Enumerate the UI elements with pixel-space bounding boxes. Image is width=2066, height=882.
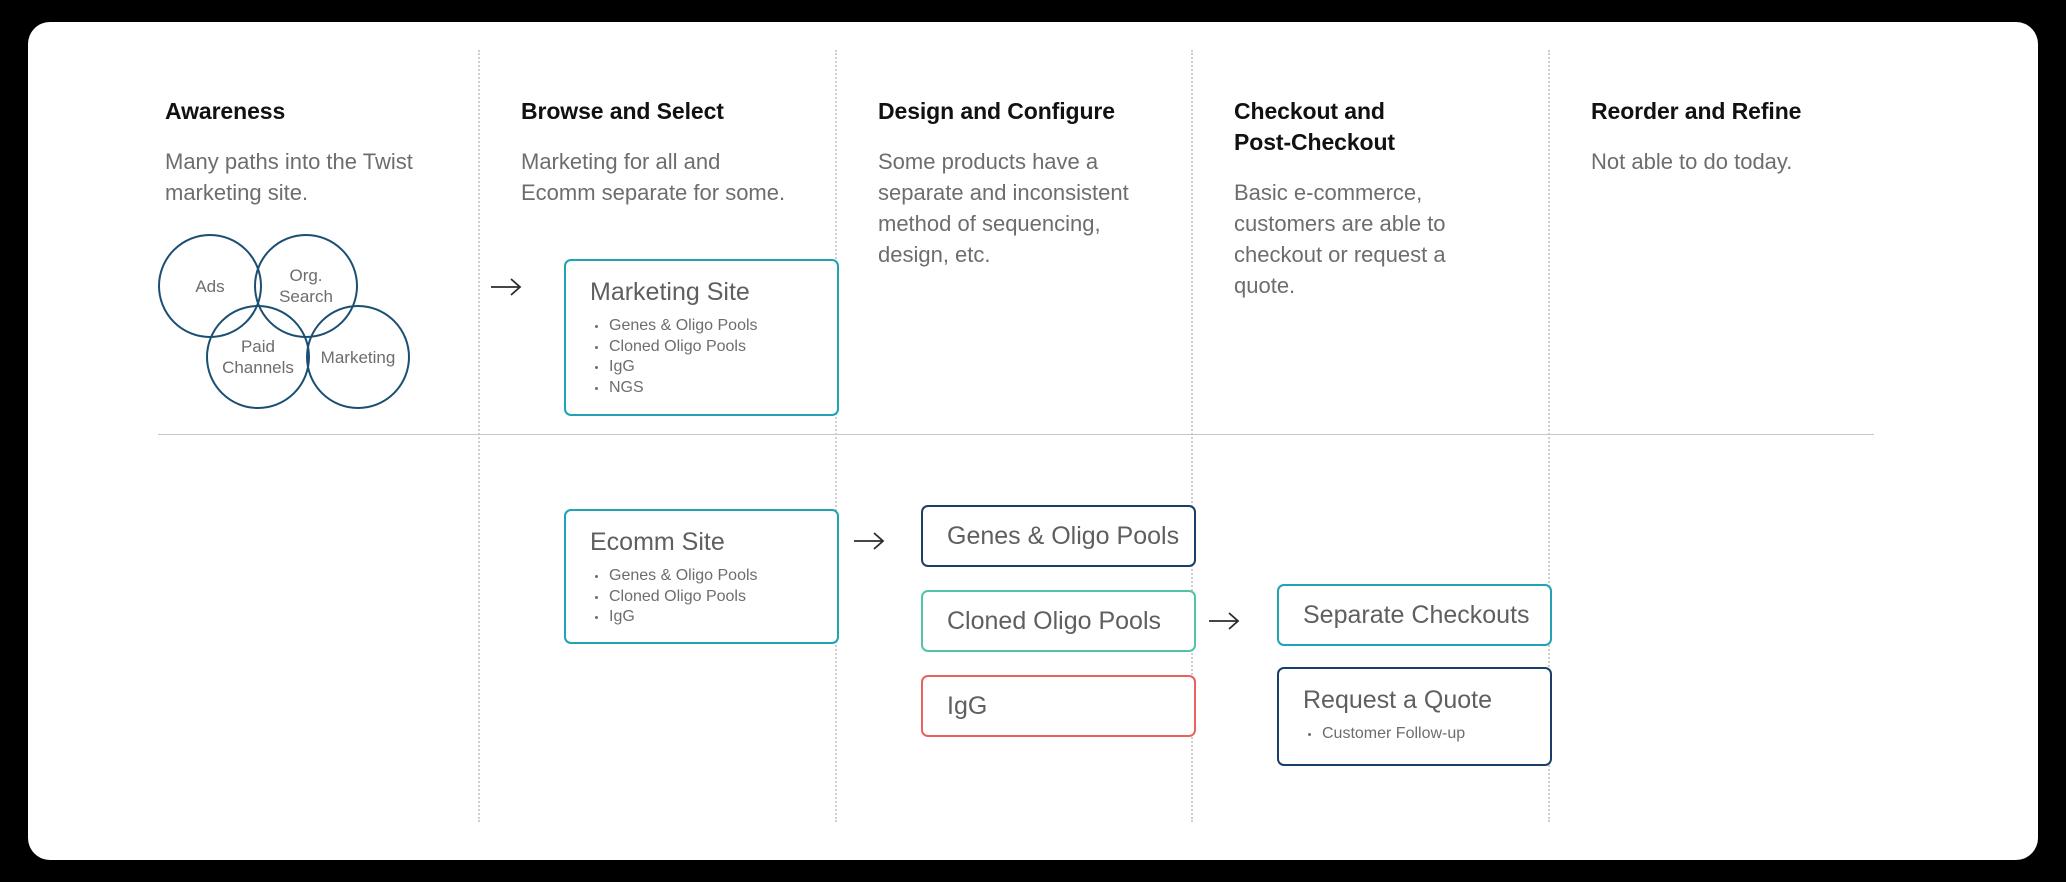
list-item: IgG xyxy=(592,357,758,378)
column-desc-browse-select: Marketing for all and Ecomm separate for… xyxy=(521,149,786,205)
column-title-design-configure: Design and Configure xyxy=(878,98,1115,124)
circle-org-search-label: Org. Search xyxy=(279,266,333,306)
column-title-reorder-refine: Reorder and Refine xyxy=(1591,98,1802,124)
list-item: Cloned Oligo Pools xyxy=(592,587,758,608)
pill-separate-checkouts[interactable]: Separate Checkouts xyxy=(1277,584,1552,646)
circle-ads-label: Ads xyxy=(195,276,225,296)
column-desc-reorder-refine: Not able to do today. xyxy=(1591,149,1793,174)
column-title-browse-select: Browse and Select xyxy=(521,98,724,124)
diagram-canvas: Awareness Many paths into the Twist mark… xyxy=(28,22,2038,860)
list-item: NGS xyxy=(592,378,758,399)
column-desc-awareness: Many paths into the Twist marketing site… xyxy=(165,149,413,205)
card-ecomm-site-title: Ecomm Site xyxy=(590,528,725,556)
list-item: Genes & Oligo Pools xyxy=(592,566,758,587)
list-item: IgG xyxy=(592,607,758,628)
card-ecomm-site-list: Genes & Oligo Pools Cloned Oligo Pools I… xyxy=(592,566,758,628)
arrow-ecomm-to-products xyxy=(853,530,887,552)
column-title-awareness: Awareness xyxy=(165,98,286,124)
column-separator-3 xyxy=(1191,50,1193,822)
column-separator-1 xyxy=(478,50,480,822)
pill-igg-label: IgG xyxy=(947,692,988,720)
pill-cloned-oligo-pools-label: Cloned Oligo Pools xyxy=(947,607,1162,635)
column-desc-checkout: Basic e-commerce, customers are able to … xyxy=(1234,180,1446,298)
circle-paid-channels: Paid Channels xyxy=(206,305,310,409)
column-desc-design-configure: Some products have a separate and incons… xyxy=(878,149,1129,267)
circle-paid-channels-label: Paid Channels xyxy=(222,337,294,377)
card-marketing-site-list: Genes & Oligo Pools Cloned Oligo Pools I… xyxy=(592,316,758,398)
list-item: Cloned Oligo Pools xyxy=(592,337,758,358)
list-item: Customer Follow-up xyxy=(1305,724,1465,745)
column-title-checkout: Checkout and Post-Checkout xyxy=(1234,98,1395,155)
column-separator-4 xyxy=(1548,50,1550,822)
arrow-awareness-to-marketing-site xyxy=(490,276,524,298)
row-divider xyxy=(158,434,1874,435)
arrow-products-to-checkout xyxy=(1208,610,1242,632)
pill-genes-oligo-pools-label: Genes & Oligo Pools xyxy=(947,522,1180,550)
list-item: Genes & Oligo Pools xyxy=(592,316,758,337)
pill-igg[interactable]: IgG xyxy=(921,675,1196,737)
pill-separate-checkouts-label: Separate Checkouts xyxy=(1303,601,1530,629)
card-request-a-quote-title: Request a Quote xyxy=(1303,686,1493,714)
card-marketing-site-title: Marketing Site xyxy=(590,278,750,306)
card-request-a-quote-list: Customer Follow-up xyxy=(1305,724,1465,745)
card-marketing-site[interactable]: Marketing Site Genes & Oligo Pools Clone… xyxy=(564,259,839,416)
circle-marketing: Marketing xyxy=(306,305,410,409)
circle-marketing-label: Marketing xyxy=(320,347,396,367)
card-request-a-quote[interactable]: Request a Quote Customer Follow-up xyxy=(1277,667,1552,766)
column-separator-2 xyxy=(835,50,837,822)
diagram-frame: Awareness Many paths into the Twist mark… xyxy=(28,22,2038,860)
card-ecomm-site[interactable]: Ecomm Site Genes & Oligo Pools Cloned Ol… xyxy=(564,509,839,644)
pill-cloned-oligo-pools[interactable]: Cloned Oligo Pools xyxy=(921,590,1196,652)
pill-genes-oligo-pools[interactable]: Genes & Oligo Pools xyxy=(921,505,1196,567)
